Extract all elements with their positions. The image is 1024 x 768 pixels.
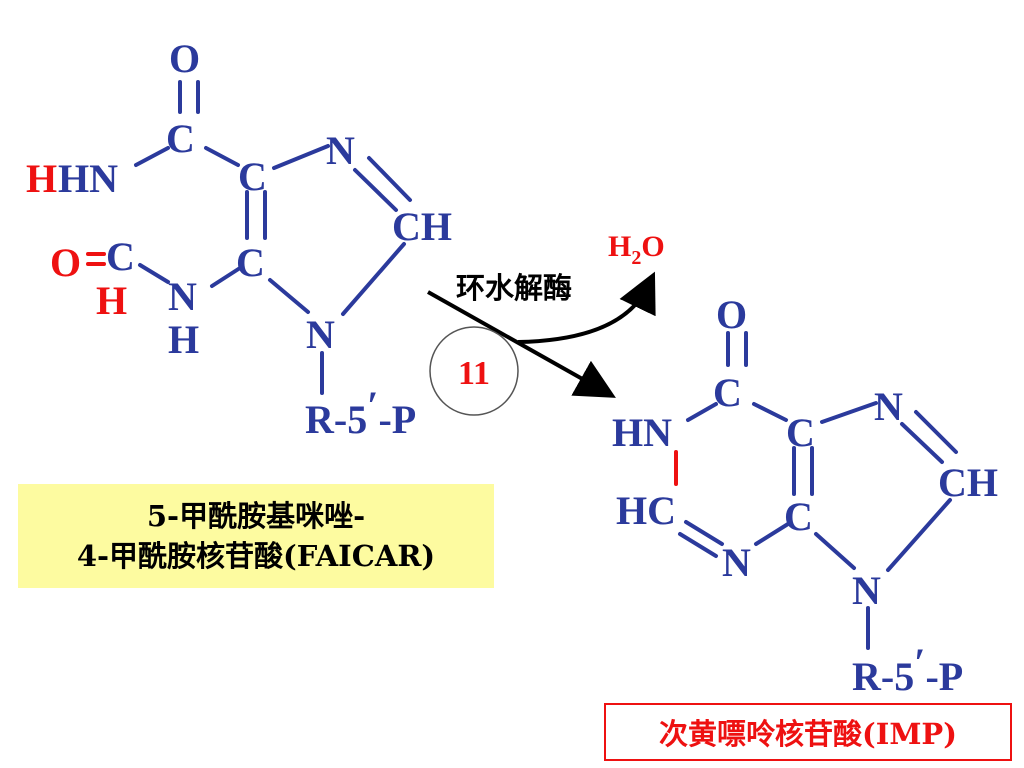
atom-r5p: R-5′-P (852, 640, 963, 699)
atom-c-carbonyl: C (166, 116, 195, 161)
atom-h-formyl: H (96, 278, 127, 323)
bond-n-ch-a (900, 422, 944, 464)
bond-hc-npyr-b (678, 532, 718, 558)
atom-c-ring-lower: C (236, 240, 265, 285)
atom-o-top: O (716, 292, 747, 337)
atom-c-ring-upper: C (786, 410, 815, 455)
atom-r5p: R-5′-P (305, 383, 416, 442)
atom-hc: HC (616, 488, 676, 533)
step-number: 11 (458, 355, 490, 392)
atom-n-ribose: N (852, 568, 881, 613)
atom-n-amide: N (168, 274, 197, 319)
bond-namide-clower (210, 266, 242, 288)
bond-cring-n (820, 401, 878, 424)
step-circle (429, 326, 519, 416)
bond-n-ch-b (914, 410, 958, 454)
atom-h-amide: H (168, 317, 199, 362)
atom-c-formyl: C (106, 234, 135, 279)
atom-n-pyrimidine: N (722, 540, 751, 585)
bond-hn-c (686, 402, 718, 422)
bond-cformyl-namide (138, 263, 170, 284)
bond-clower-nribose (814, 532, 856, 570)
atom-hn: HN (612, 410, 672, 455)
atom-o-top: O (169, 36, 200, 81)
atom-hn: HN (58, 156, 118, 201)
faicar-name-line2: 4-甲酰胺核苷酸(FAICAR) (76, 539, 436, 573)
atom-c-ring-lower: C (784, 494, 813, 539)
faicar-name-line1: 5-甲酰胺基咪唑- (146, 499, 366, 533)
reaction-arrows: 11 环水解酶 H2O (427, 230, 665, 416)
atom-n-imidazole-top: N (326, 128, 355, 173)
faicar-structure: O C H HN C N CH O C H N H C N R-5′-P (26, 36, 452, 442)
atom-o-formyl: O (50, 240, 81, 285)
water-label: H2O (608, 230, 665, 269)
bond-c-cring (752, 402, 788, 422)
atom-ch: CH (938, 460, 998, 505)
atom-n-imidazole-top: N (874, 384, 903, 429)
bond-n-ch-a (353, 168, 398, 212)
imp-name-box: 次黄嘌呤核苷酸(IMP) (604, 703, 1012, 761)
bond-ch-nribose (886, 498, 952, 572)
atom-h-red: H (26, 156, 57, 201)
enzyme-label: 环水解酶 (456, 271, 572, 305)
faicar-name-box: 5-甲酰胺基咪唑- 4-甲酰胺核苷酸(FAICAR) (18, 484, 494, 588)
atom-n-ribose: N (306, 312, 335, 357)
bond-clower-nribose (268, 278, 310, 314)
bond-ch-nribose (341, 242, 406, 316)
atom-c-ring-upper: C (238, 154, 267, 199)
bond-npyr-clower (754, 522, 790, 546)
imp-name: 次黄嘌呤核苷酸(IMP) (659, 717, 957, 751)
atom-c-carbonyl: C (713, 370, 742, 415)
main-arrow (427, 290, 616, 398)
bond-hc-npyr-a (684, 520, 724, 546)
bond-c-cring (204, 146, 240, 167)
bond-cring-n (272, 144, 330, 170)
bond-n-ch-b (367, 156, 412, 202)
water-release-arrow (517, 271, 656, 344)
imp-structure: O C HN C N CH HC C N N R-5′-P (612, 292, 998, 699)
atom-ch: CH (392, 204, 452, 249)
bond-hn-c (134, 146, 170, 167)
